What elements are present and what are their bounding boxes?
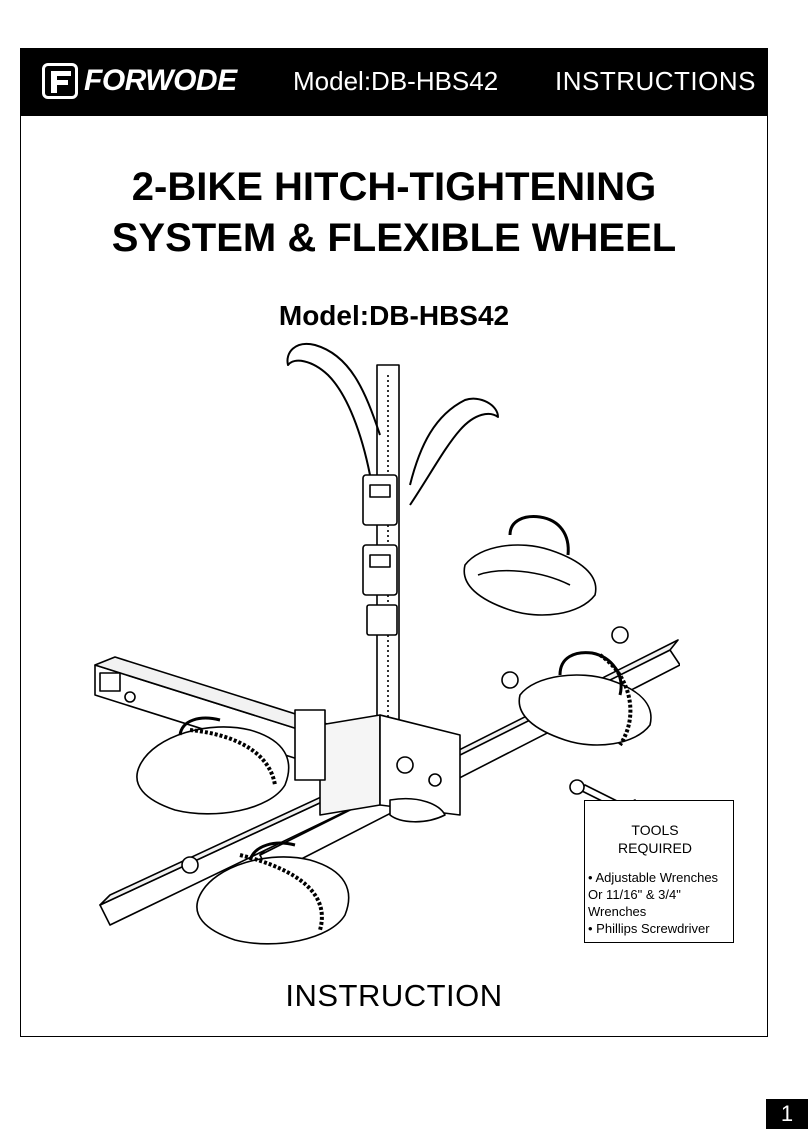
header-model: Model:DB-HBS42 <box>293 66 499 96</box>
tools-list-item: • Adjustable Wrenches <box>588 870 719 885</box>
tools-list-item: Wrenches <box>588 904 647 919</box>
title-line-1: 2-BIKE HITCH-TIGHTENING <box>131 165 657 209</box>
tools-list-item: Or 11/16" & 3/4" <box>588 887 681 902</box>
tools-heading-line-1: TOOLS <box>631 822 679 838</box>
model-subtitle: Model:DB-HBS42 <box>278 300 510 331</box>
forwode-f-logo-icon <box>42 63 78 99</box>
header-doc-type: INSTRUCTIONS <box>555 66 756 96</box>
title-line-2: SYSTEM & FLEXIBLE WHEEL <box>111 216 677 260</box>
tools-heading: TOOLS REQUIRED <box>585 821 725 857</box>
bike-rack-illustration <box>94 342 680 945</box>
header-bar: FORWODE Model:DB-HBS42 INSTRUCTIONS <box>20 48 768 116</box>
tools-required-box: TOOLS REQUIRED • Adjustable Wrenches Or … <box>584 800 734 943</box>
page-title: 2-BIKE HITCH-TIGHTENING SYSTEM & FLEXIBL… <box>20 162 768 264</box>
page-number: 1 <box>766 1099 808 1129</box>
brand-logo: FORWODE <box>42 63 237 99</box>
brand-name: FORWODE <box>84 64 237 97</box>
tools-list-item: • Phillips Screwdriver <box>588 921 710 936</box>
tools-list: • Adjustable Wrenches Or 11/16" & 3/4" W… <box>588 869 718 937</box>
footer-instruction-label: INSTRUCTION <box>285 978 503 1013</box>
tools-heading-line-2: REQUIRED <box>618 840 692 856</box>
